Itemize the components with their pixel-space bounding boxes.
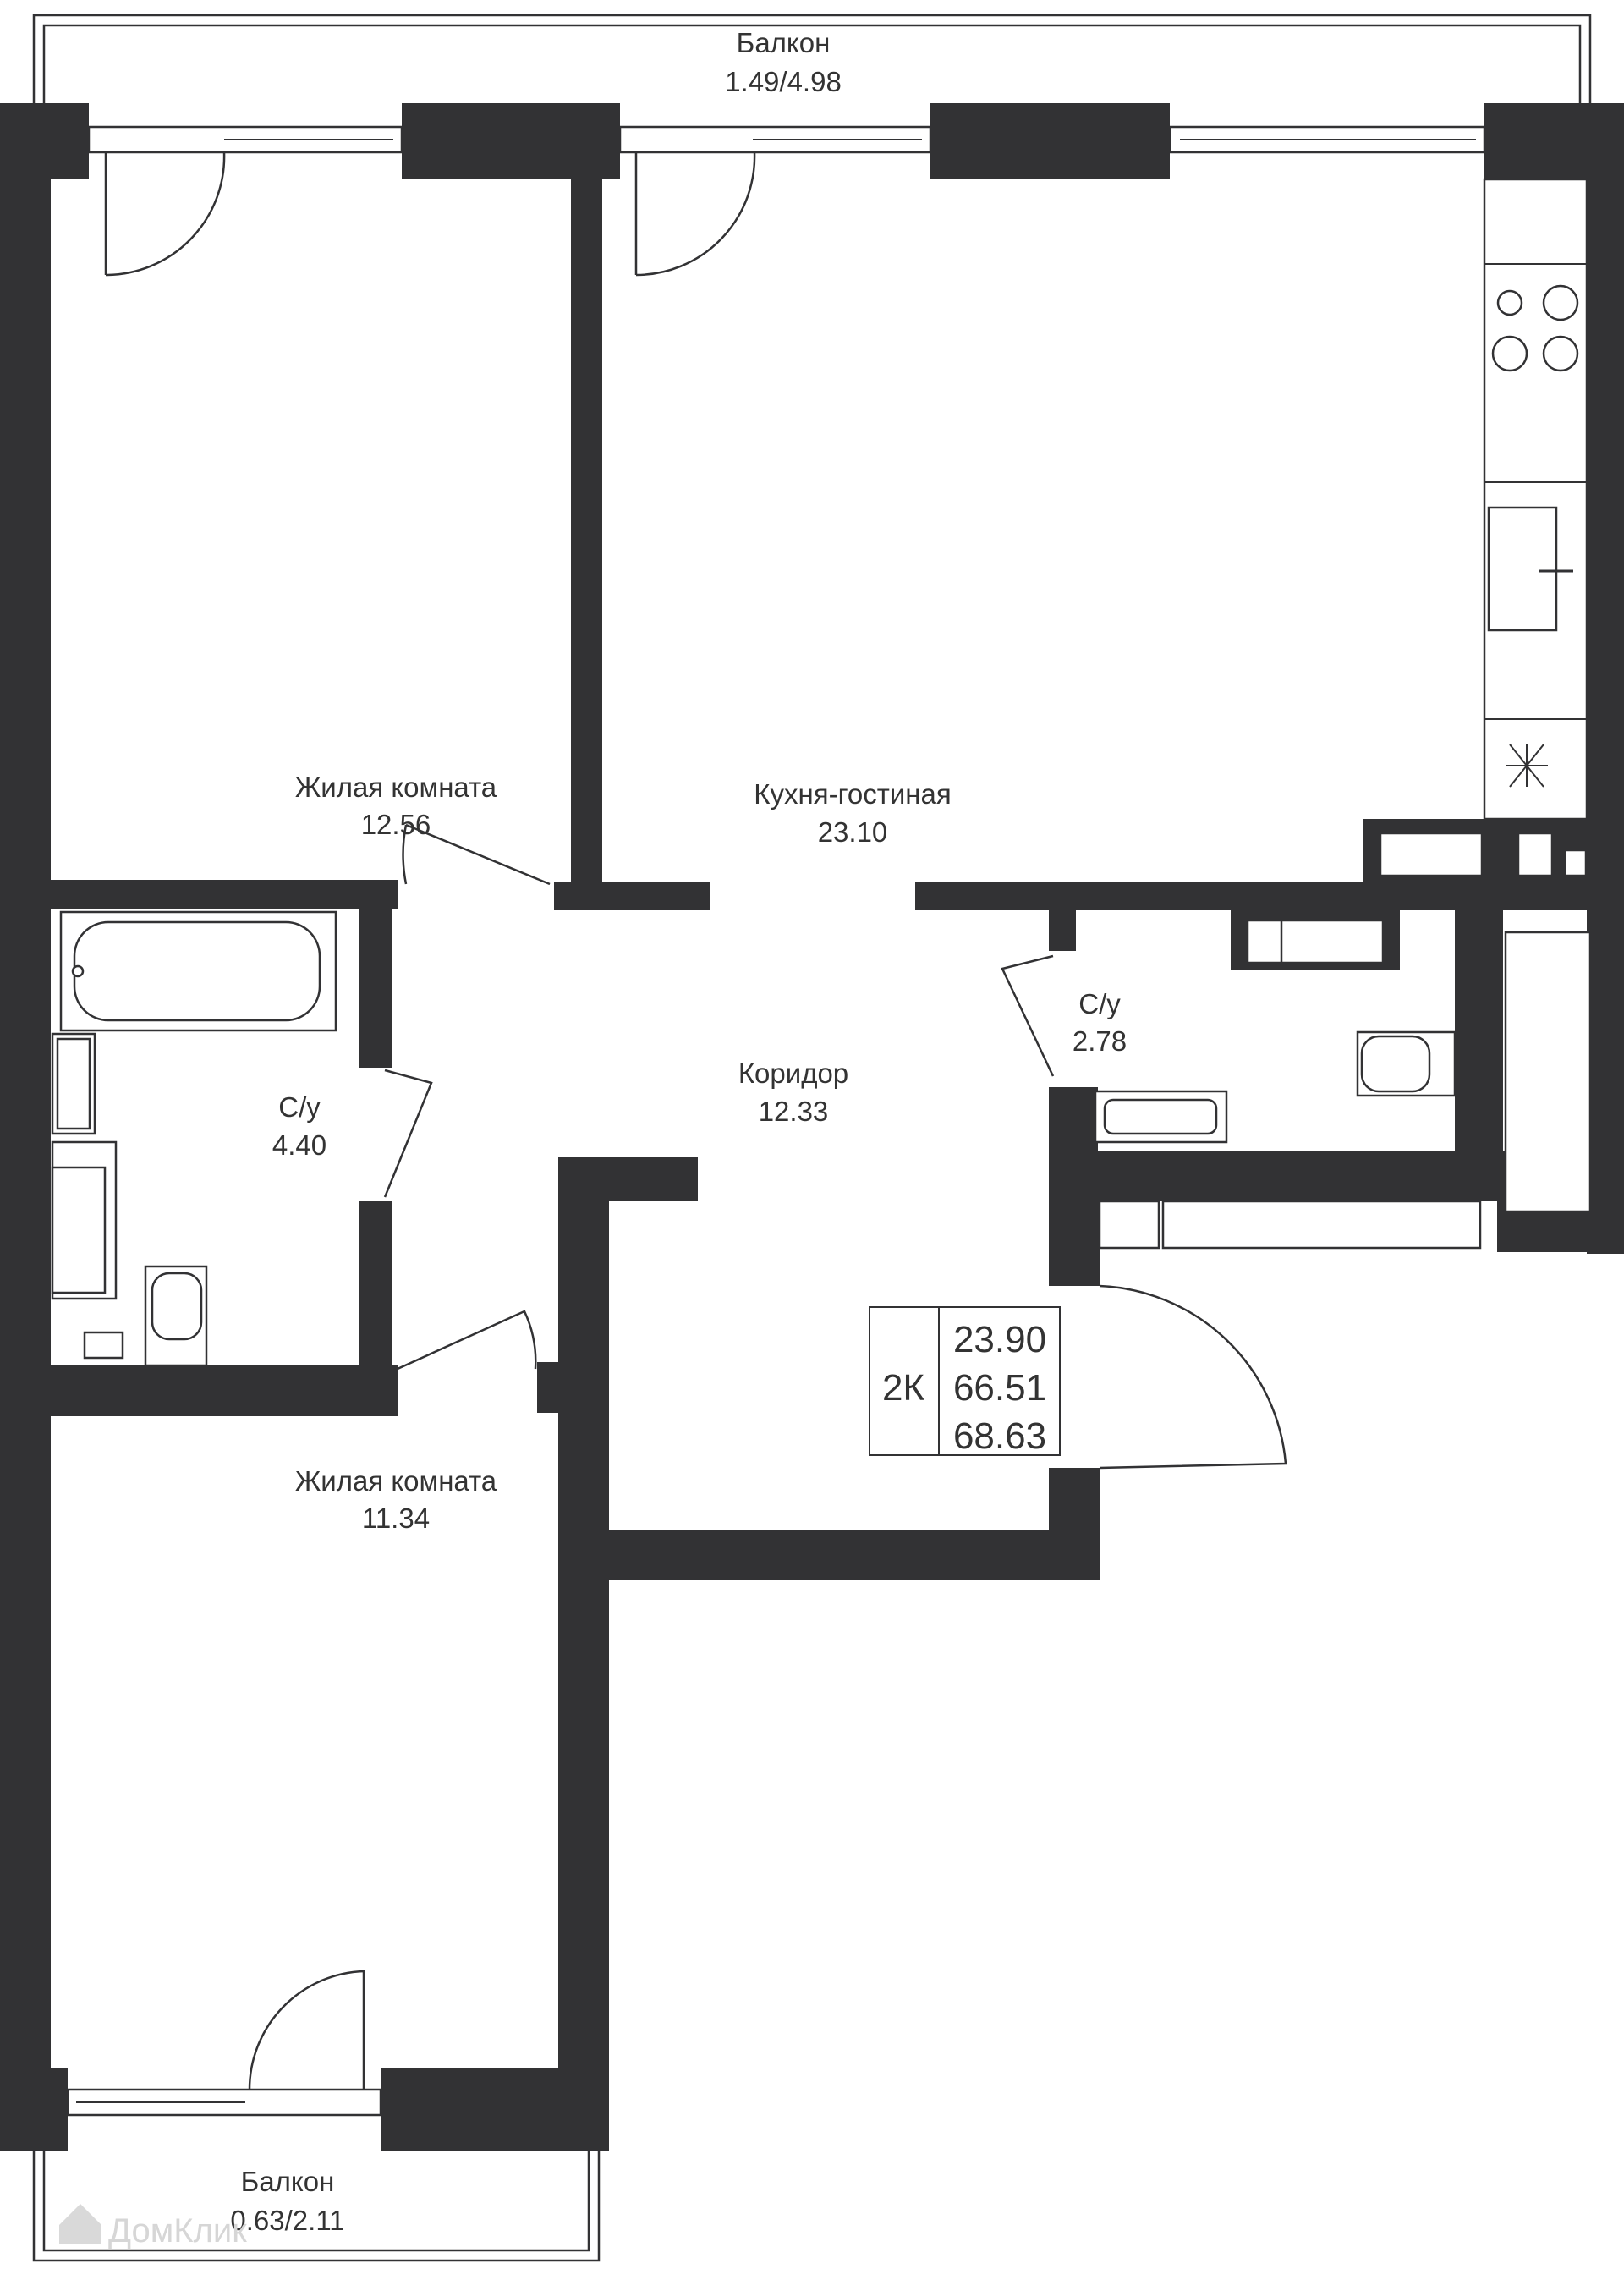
balcony-top-area: 1.49/4.98 — [725, 66, 842, 97]
bedroom-2-name: Жилая комната — [295, 1465, 497, 1497]
balcony-bottom-outline — [32, 2115, 601, 2262]
bathroom-1-area: 4.40 — [272, 1129, 326, 1161]
shafts — [1098, 832, 1592, 1250]
kitchen-fixtures — [1483, 178, 1588, 821]
walls — [0, 103, 1624, 2151]
balcony-bottom-area: 0.63/2.11 — [230, 2205, 344, 2236]
bathroom-2-name: С/у — [1078, 988, 1121, 1019]
bedroom-2-area: 11.34 — [362, 1503, 430, 1534]
summary-box — [869, 1306, 1061, 1456]
kitchen-living-area: 23.10 — [818, 816, 888, 848]
balcony-top-name: Балкон — [737, 27, 831, 58]
bathroom-1-name: С/у — [278, 1091, 321, 1123]
bedroom-1-area: 12.56 — [361, 809, 431, 840]
bathroom-2-area: 2.78 — [1073, 1025, 1127, 1057]
summary-value-1: 23.90 — [953, 1319, 1046, 1360]
balcony-bottom-name: Балкон — [241, 2166, 335, 2197]
doors — [104, 151, 1287, 2090]
summary-value-2: 66.51 — [953, 1367, 1046, 1409]
bathroom-2-fixtures — [1094, 1030, 1457, 1144]
summary-value-3: 68.63 — [953, 1415, 1046, 1457]
corridor-area: 12.33 — [759, 1096, 829, 1127]
watermark: ДомКлик — [59, 2204, 247, 2250]
bedroom-1-name: Жилая комната — [295, 772, 497, 803]
apartment-type: 2К — [882, 1367, 924, 1409]
windows — [66, 125, 1486, 2117]
balcony-top-outline — [32, 14, 1592, 106]
watermark-text: ДомКлик — [108, 2212, 247, 2250]
corridor-name: Коридор — [738, 1058, 848, 1089]
bathroom-1-fixtures — [51, 910, 337, 1367]
kitchen-living-name: Кухня-гостиная — [754, 778, 951, 810]
